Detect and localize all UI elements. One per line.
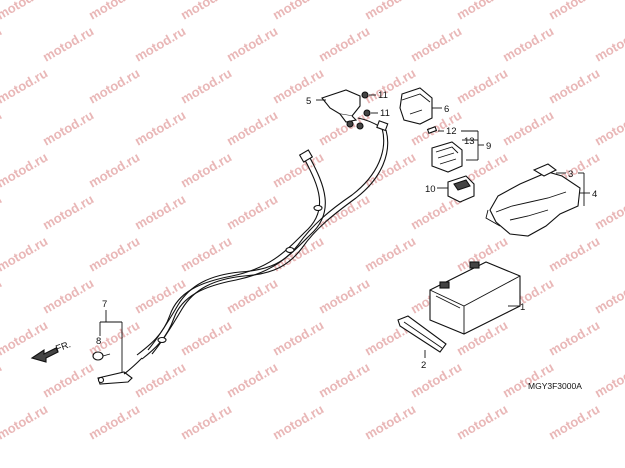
watermark-text: motod.ru	[500, 359, 556, 400]
watermark-text: motod.ru	[362, 0, 418, 23]
callout-3: 3	[568, 169, 573, 180]
watermark-text: motod.ru	[408, 23, 464, 64]
battery	[429, 261, 521, 335]
watermark-text: motod.ru	[546, 0, 602, 23]
watermark-text: motod.ru	[132, 191, 188, 232]
watermark-text: motod.ru	[454, 65, 510, 106]
watermark-text: motod.ru	[316, 23, 372, 64]
callout-4: 4	[592, 189, 597, 200]
watermark-text: motod.ru	[224, 191, 280, 232]
battery-cover	[485, 171, 581, 237]
watermark-text: motod.ru	[362, 401, 418, 442]
battery-band	[397, 315, 447, 353]
fuse-12	[426, 126, 438, 134]
callout-7: 7	[102, 299, 107, 310]
callout-9: 9	[486, 141, 491, 152]
callout-8: 8	[96, 336, 101, 347]
watermark-text: motod.ru	[316, 359, 372, 400]
watermark-text: motod.ru	[546, 317, 602, 358]
watermark-text: motod.ru	[408, 359, 464, 400]
watermark-text: motod.ru	[546, 233, 602, 274]
watermark-text: motod.ru	[86, 149, 142, 190]
watermark-text: motod.ru	[454, 0, 510, 23]
watermark-text: motod.ru	[178, 65, 234, 106]
watermark-text: motod.ru	[224, 275, 280, 316]
watermark-text: motod.ru	[592, 275, 625, 316]
watermark-text: motod.ru	[132, 275, 188, 316]
starter-relay	[431, 141, 463, 173]
watermark-text: motod.ru	[86, 65, 142, 106]
watermark-text: motod.ru	[0, 23, 4, 64]
watermark-text: motod.ru	[316, 275, 372, 316]
watermark-text: motod.ru	[132, 107, 188, 148]
watermark-text: motod.ru	[500, 23, 556, 64]
callout-1: 1	[520, 302, 525, 313]
watermark-text: motod.ru	[0, 275, 4, 316]
watermark-text: motod.ru	[178, 317, 234, 358]
watermark-text: motod.ru	[40, 107, 96, 148]
watermark-text: motod.ru	[0, 65, 50, 106]
watermark-text: motod.ru	[132, 23, 188, 64]
watermark-text: motod.ru	[270, 149, 326, 190]
watermark-text: motod.ru	[0, 0, 50, 23]
callout-10: 10	[425, 184, 436, 195]
callout-5: 5	[306, 96, 311, 107]
leader-lines	[99, 94, 590, 372]
watermark-text: motod.ru	[40, 275, 96, 316]
watermark-text: motod.ru	[592, 107, 625, 148]
callout-13: 13	[464, 136, 475, 147]
watermark-text: motod.ru	[362, 233, 418, 274]
relay-cap	[447, 175, 475, 203]
watermark-text: motod.ru	[0, 107, 4, 148]
battery-cable-harness	[97, 117, 389, 385]
terminal-bolt	[92, 351, 111, 361]
watermark-text: motod.ru	[500, 107, 556, 148]
relay-cover	[399, 87, 433, 125]
watermark-text: motod.ru	[270, 317, 326, 358]
watermark-text: motod.ru	[40, 23, 96, 64]
watermark-text: motod.ru	[224, 23, 280, 64]
callout-labels: 1 2 3 4 5 6 7 8 9 10 11 11 12 13	[96, 90, 597, 371]
watermark-text: motod.ru	[454, 401, 510, 442]
watermark-text: motod.ru	[132, 359, 188, 400]
callout-12: 12	[446, 126, 457, 137]
callout-2: 2	[421, 360, 426, 371]
watermark-text: motod.ru	[0, 149, 50, 190]
watermark-text: motod.ru	[224, 107, 280, 148]
watermark-text: motod.ru	[86, 317, 142, 358]
watermark-text: motod.ru	[546, 65, 602, 106]
starter-relay-bracket	[321, 89, 364, 130]
callout-6: 6	[444, 104, 449, 115]
watermark-text: motod.ru	[178, 401, 234, 442]
watermark-text: motod.ru	[270, 0, 326, 23]
watermark-text: motod.ru	[86, 401, 142, 442]
watermark-text: motod.ru	[592, 359, 625, 400]
direction-label: FR.	[54, 339, 72, 355]
watermark-text: motod.ru	[40, 191, 96, 232]
watermark-text: motod.ru	[0, 191, 4, 232]
watermark-text: motod.ru	[224, 359, 280, 400]
watermark-text: motod.ru	[86, 0, 142, 23]
watermark-text: motod.ru	[40, 359, 96, 400]
watermark-text: motod.ru	[86, 233, 142, 274]
callout-11-lower: 11	[380, 108, 390, 119]
watermark-text: motod.ru	[270, 401, 326, 442]
bolt-11-lower	[363, 109, 371, 117]
watermark-text: motod.ru	[178, 233, 234, 274]
figure-code: MGY3F3000A	[528, 381, 582, 391]
watermark-text: motod.ru	[592, 23, 625, 64]
watermark-text: motod.ru	[0, 401, 50, 442]
watermark-text: motod.ru	[0, 233, 50, 274]
bolt-11-upper	[361, 91, 369, 99]
watermark-text: motod.ru	[178, 149, 234, 190]
front-direction-arrow: FR.	[30, 339, 72, 363]
watermark-text: motod.ru	[178, 0, 234, 23]
cover-band	[532, 163, 558, 177]
watermark-text: motod.ru	[546, 401, 602, 442]
watermark-text: motod.ru	[0, 359, 4, 400]
callout-11-upper: 11	[378, 90, 388, 101]
